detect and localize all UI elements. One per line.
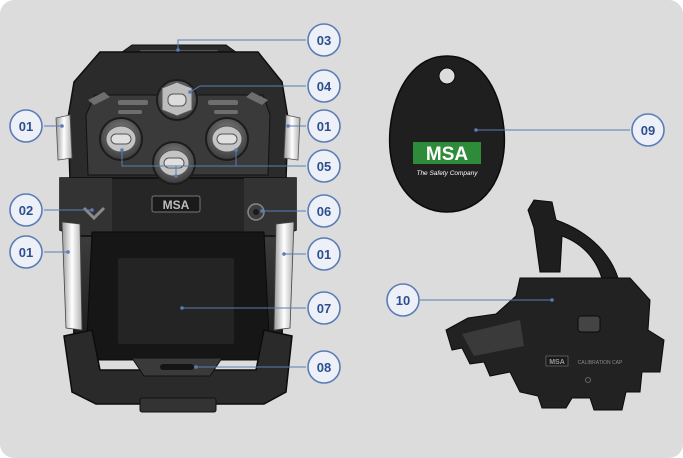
rfid-tag-logo-box <box>413 142 481 164</box>
svg-text:06: 06 <box>317 204 331 219</box>
callout-09: 09 <box>631 113 665 147</box>
calibration-cap-logo: MSA <box>549 359 565 366</box>
callout-02: 02 <box>9 193 43 227</box>
detector-foot <box>139 397 217 413</box>
left-button <box>99 117 143 161</box>
gas-detector: MSA <box>55 44 301 413</box>
svg-text:01: 01 <box>317 119 331 134</box>
callout-07: 07 <box>307 291 341 325</box>
chevron-down-icon <box>82 206 106 221</box>
left-upper-side-strip <box>55 114 73 161</box>
detector-bottom-bumper <box>63 329 293 405</box>
svg-text:09: 09 <box>641 123 655 138</box>
rfid-tag: MSA The Safety Company <box>388 55 506 213</box>
calibration-cap-caption: CALIBRATION CAP <box>578 360 623 366</box>
svg-text:01: 01 <box>19 245 33 260</box>
callout-01-upper-left: 01 <box>9 109 43 143</box>
rfid-tag-tagline: The Safety Company <box>416 170 478 177</box>
right-upper-side-strip <box>283 114 301 161</box>
detector-logo: MSA <box>163 198 190 212</box>
detector-logo-plate <box>151 195 201 213</box>
svg-text:03: 03 <box>317 33 331 48</box>
svg-text:07: 07 <box>317 301 331 316</box>
svg-text:08: 08 <box>317 360 331 375</box>
svg-text:01: 01 <box>19 119 33 134</box>
callout-05: 05 <box>307 149 341 183</box>
callout-06: 06 <box>307 194 341 228</box>
rfid-tag-hole <box>438 67 456 85</box>
svg-text:04: 04 <box>317 79 332 94</box>
calibration-cap-logo-plate <box>545 355 569 367</box>
leader-lines <box>44 39 630 369</box>
left-lower-side-strip <box>61 221 83 331</box>
display-screen <box>118 258 234 344</box>
svg-text:01: 01 <box>317 247 331 262</box>
rfid-tag-body <box>388 55 506 213</box>
callout-08: 08 <box>307 350 341 384</box>
calibration-cap: MSA CALIBRATION CAP <box>445 199 665 411</box>
right-button <box>205 117 249 161</box>
calibration-cap-body <box>445 277 665 411</box>
svg-text:05: 05 <box>317 159 331 174</box>
callout-03: 03 <box>307 23 341 57</box>
callout-01-lower-right: 01 <box>307 237 341 271</box>
rfid-tag-logo: MSA <box>426 144 469 165</box>
svg-text:10: 10 <box>396 293 410 308</box>
right-lower-side-strip <box>273 221 295 331</box>
center-button <box>152 141 196 185</box>
callout-01-upper-right: 01 <box>307 109 341 143</box>
calibration-cap-hook <box>527 199 621 289</box>
calibration-cap-arm <box>462 320 524 356</box>
svg-text:02: 02 <box>19 203 33 218</box>
calibration-cap-knob <box>577 315 601 333</box>
top-button <box>156 79 198 121</box>
callout-04: 04 <box>307 69 341 103</box>
callout-10: 10 <box>386 283 420 317</box>
callout-01-lower-left: 01 <box>9 235 43 269</box>
